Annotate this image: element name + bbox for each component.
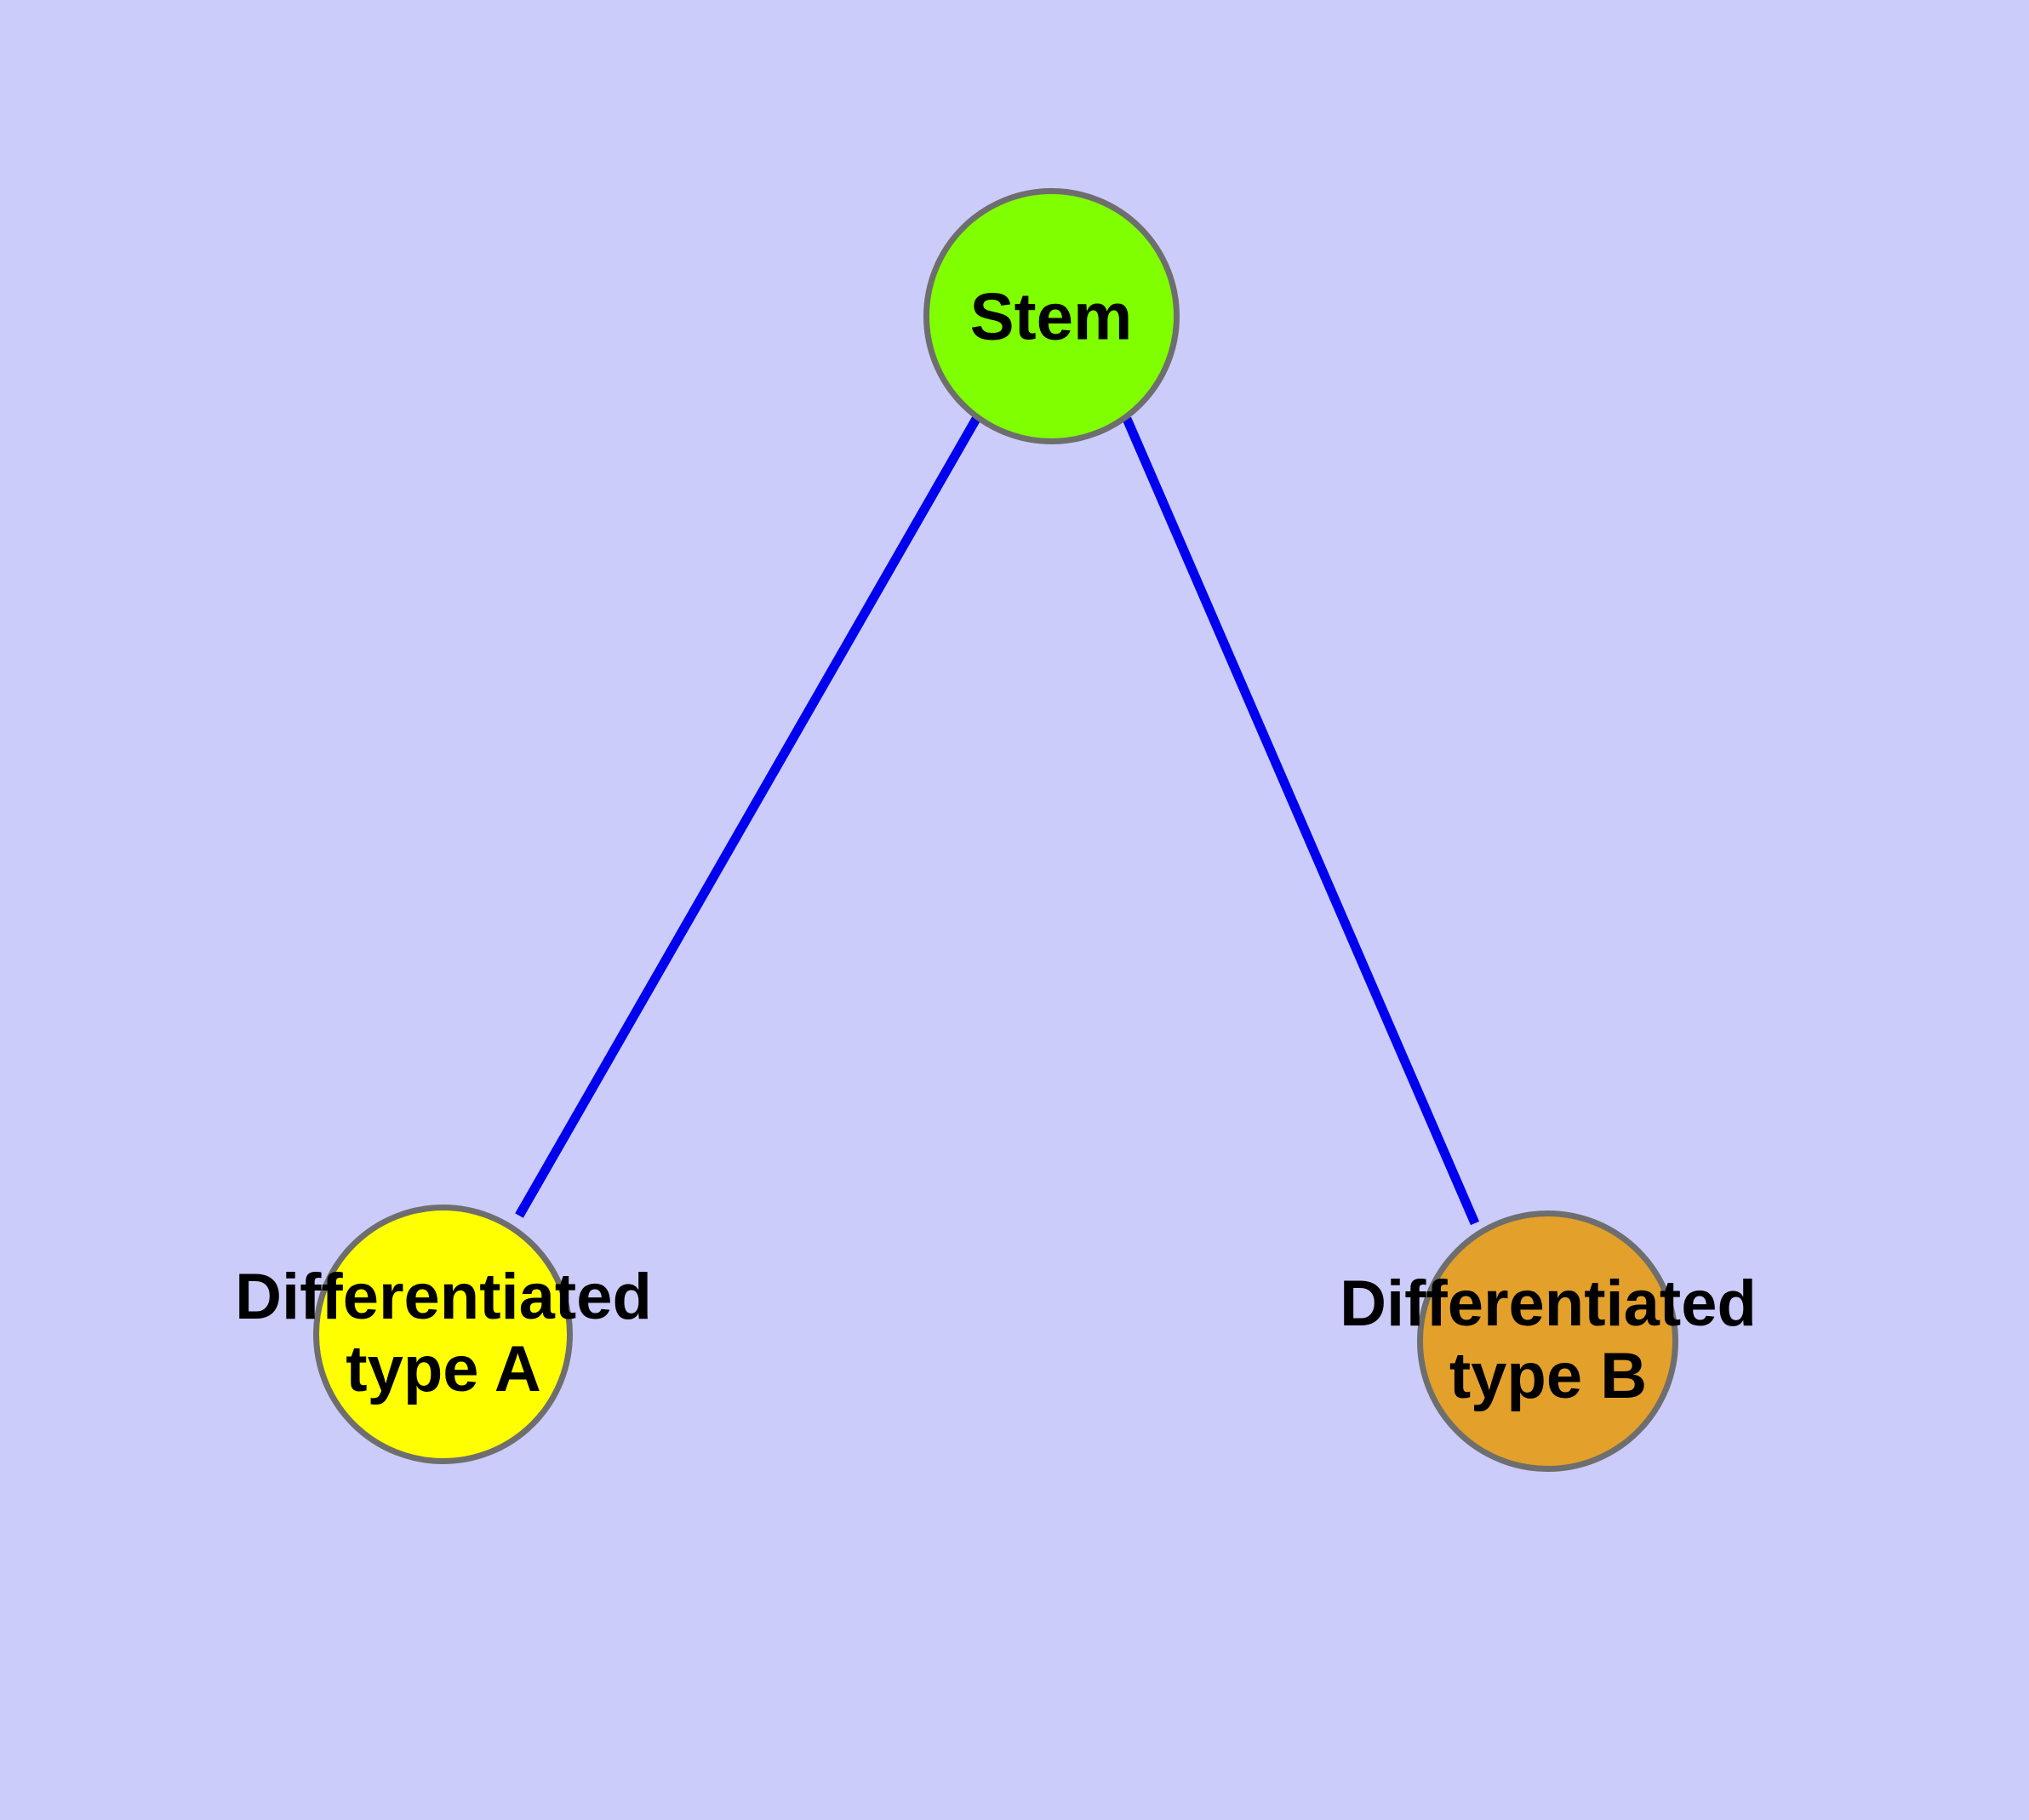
- edge-stem-to-diff-b[interactable]: [1122, 416, 1480, 1226]
- node-stem[interactable]: [923, 188, 1180, 444]
- node-differentiated-type-b[interactable]: [1417, 1210, 1678, 1472]
- node-differentiated-type-a[interactable]: [313, 1205, 573, 1464]
- edge-stem-to-diff-a[interactable]: [515, 416, 980, 1218]
